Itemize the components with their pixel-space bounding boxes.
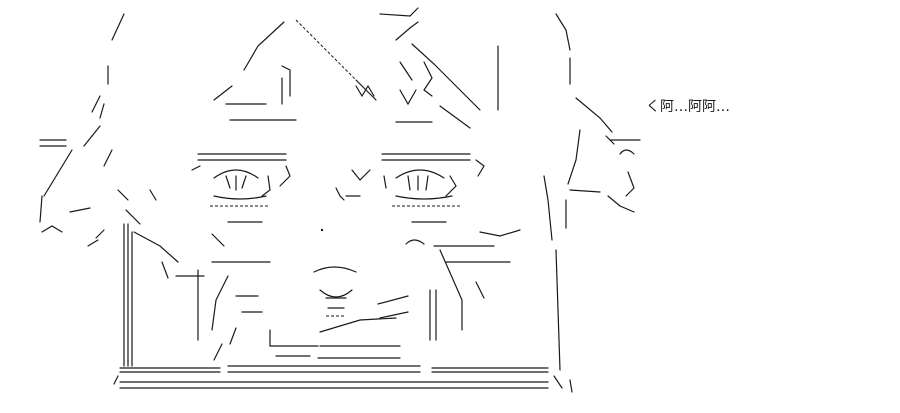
chin: [211, 275, 409, 361]
speech-caption: く阿…阿阿…: [646, 99, 730, 115]
right-eye: [381, 153, 485, 207]
left-eye: [191, 153, 291, 207]
left-accents: [39, 139, 205, 279]
mouth: [313, 266, 357, 317]
hair-outline-left: [39, 13, 129, 223]
floor-lines: [113, 365, 573, 393]
eyebrows: [225, 97, 613, 133]
nose-cheeks: [227, 169, 447, 232]
hair-strands: [281, 61, 433, 106]
body-sides: [123, 129, 581, 371]
hair-top: [213, 7, 571, 111]
hair-outline-right: [569, 135, 641, 213]
face-lines: [125, 189, 521, 263]
